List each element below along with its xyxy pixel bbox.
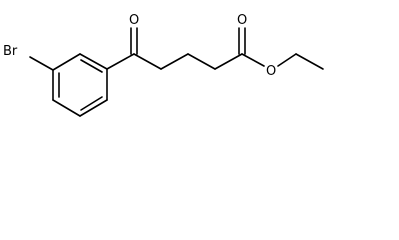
chain-bond xyxy=(133,53,162,70)
ester-single-bond xyxy=(277,53,297,67)
ring-ketone-bond xyxy=(106,53,135,70)
chemical-structure: Br O O O xyxy=(3,13,324,117)
ring-bond xyxy=(52,99,81,117)
c-br-bond xyxy=(29,56,54,71)
ring-double-bond xyxy=(80,59,103,73)
ring-bond xyxy=(79,99,108,117)
atom-o-carbonyl: O xyxy=(237,13,247,28)
chain-bond xyxy=(187,53,216,70)
atom-labels: Br O O O xyxy=(3,13,276,79)
atom-br: Br xyxy=(3,44,18,59)
ethyl-bond xyxy=(295,53,324,70)
atom-o-ketone: O xyxy=(129,13,139,28)
ester-single-bond xyxy=(241,53,265,67)
ring-bond xyxy=(79,53,108,70)
chain-bond xyxy=(214,53,243,70)
bonds xyxy=(29,27,324,117)
atom-o-ester: O xyxy=(266,64,276,79)
ring-double-bond xyxy=(80,96,103,111)
ring-bond xyxy=(52,53,81,71)
chain-bond xyxy=(160,53,189,70)
